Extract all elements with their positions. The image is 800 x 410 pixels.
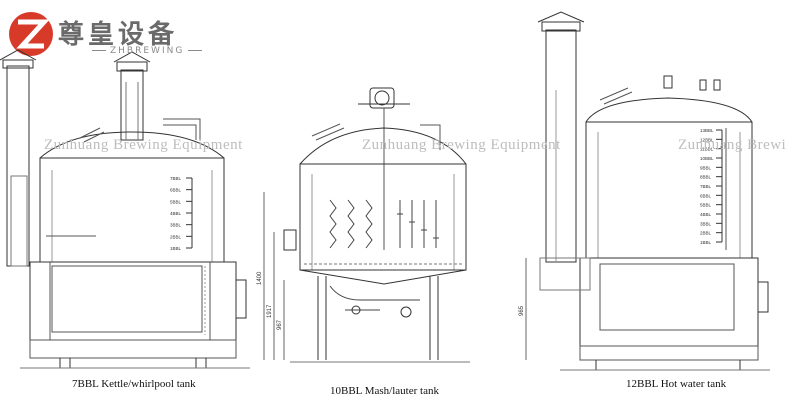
scale-label: 7BBL [700,184,712,189]
scale-label: 12BBL [700,137,714,142]
scale-label: 13BBL [700,128,714,133]
scale-label: 11BBL [700,147,714,152]
scale-label: 3BBL [170,223,182,228]
scale-label: 4BBL [170,211,182,216]
kettle-whirlpool-tank: 7BBL 6BBL 5BBL 4BBL 3BBL 2BBL 1BBL [0,49,250,369]
scale-label: 1BBL [170,246,182,251]
hot-water-tank: 965 13BBL 12BBL 11BBL 10BBL 9BBL 8BBL 7BBL 6BBL… [519,11,770,371]
kettle-caption: 7BBL Kettle/whirlpool tank [72,378,196,390]
hot-water-volume-scale: 13BBL 12BBL 11BBL 10BBL 9BBL 8BBL 7BBL 6BBL 5BBL… [700,128,723,245]
mash-dim-label: 967 [277,319,283,330]
scale-label: 5BBL [700,203,712,208]
mash-caption: 10BBL Mash/lauter tank [330,385,439,397]
scale-label: 10BBL [700,156,714,161]
mash-dim-label: 1400 [257,271,263,285]
watermark-text: Zunhuang Brewing Equipment [362,137,561,153]
scale-label: 6BBL [170,188,182,193]
scale-label: 3BBL [700,221,712,226]
scale-label: 6BBL [700,193,712,198]
brand-logo-icon [9,12,53,56]
mash-lauter-tank: 1400 1917 967 [257,87,470,363]
watermark-text: Zunhuang Brewing Equipment [44,137,243,153]
hot-water-dim-label: 965 [519,305,525,316]
kettle-volume-scale: 7BBL 6BBL 5BBL 4BBL 3BBL 2BBL 1BBL [170,176,193,251]
scale-label: 7BBL [170,176,182,181]
scale-label: 5BBL [170,199,182,204]
scale-label: 4BBL [700,212,712,217]
mash-dim-label: 1917 [267,304,273,318]
watermark-text: Zunhuang Brewi [678,137,787,153]
scale-label: 1BBL [700,240,712,245]
brand-name-cn: 尊皇设备 [58,20,179,50]
scale-label: 8BBL [700,175,712,180]
hot-water-caption: 12BBL Hot water tank [626,378,727,390]
brand-name-en: ZHBREWING [88,46,206,56]
scale-label: 9BBL [700,165,712,170]
scale-label: 2BBL [170,234,182,239]
scale-label: 2BBL [700,231,712,236]
